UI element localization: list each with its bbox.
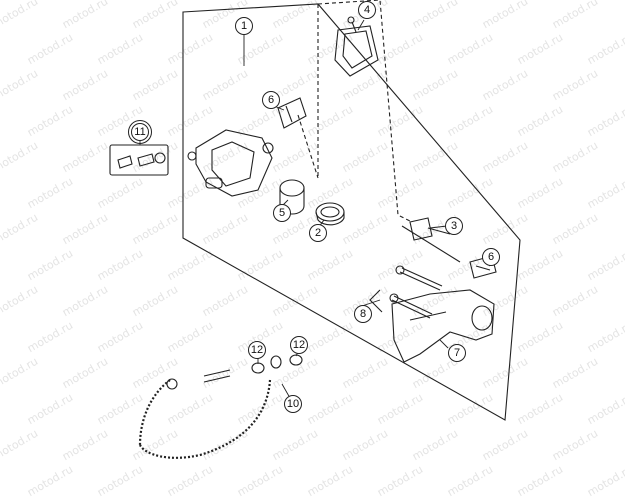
pad-dashed-frame: [317, 0, 413, 223]
callout-8: 8: [354, 305, 372, 323]
callout-1: 1: [235, 17, 253, 35]
callout-11: 11: [128, 120, 152, 144]
watermark-text: motod.ru: [375, 462, 426, 499]
bleed-screw-kit-part: [109, 144, 169, 176]
caliper-body-part: [187, 129, 274, 197]
watermark-text: motod.ru: [235, 462, 286, 499]
brake-pads-part: [334, 16, 379, 77]
pad-pin-part: [401, 217, 461, 263]
watermark-text: motod.ru: [95, 462, 146, 499]
brake-caliper-exploded-diagram: [109, 0, 521, 459]
callout-10: 10: [284, 395, 302, 413]
callout-7: 7: [448, 344, 466, 362]
watermark-text: motod.ru: [25, 462, 76, 499]
pad-spring-part: [277, 97, 307, 129]
caliper-support-part: [391, 289, 495, 363]
brake-hose-part: [138, 354, 303, 459]
callout-12-right: 12: [290, 336, 308, 354]
callout-6-lower: 6: [482, 248, 500, 266]
callout-5: 5: [273, 204, 291, 222]
watermark-text: motod.ru: [515, 462, 566, 499]
callout-2: 2: [309, 224, 327, 242]
watermark-text: motod.ru: [585, 462, 625, 499]
callout-3: 3: [445, 217, 463, 235]
watermark-text: motod.ru: [305, 462, 356, 499]
slide-bolts-part: [369, 265, 443, 319]
callout-6-upper: 6: [262, 91, 280, 109]
seal-ring-part: [315, 202, 345, 226]
assembly-frame: [182, 3, 521, 421]
callout-12-left: 12: [248, 341, 266, 359]
callout-4: 4: [358, 1, 376, 19]
watermark-text: motod.ru: [445, 462, 496, 499]
watermark-text: motod.ru: [165, 462, 216, 499]
